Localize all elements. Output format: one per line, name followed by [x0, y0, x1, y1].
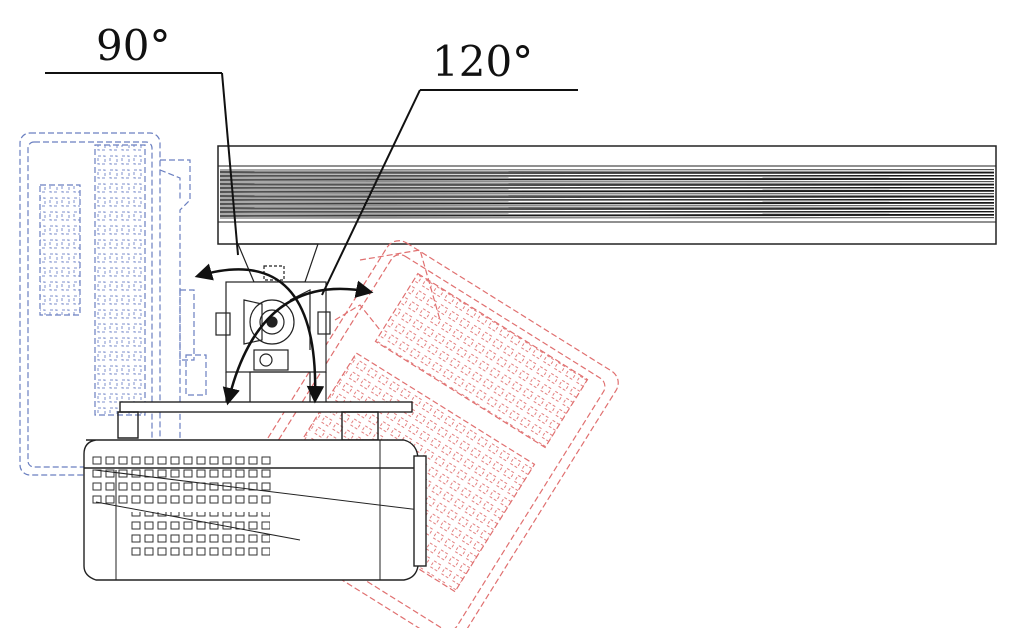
- projector-ghost-90-degree: [19, 132, 207, 476]
- angle-label-120: 120°: [432, 37, 533, 86]
- angle-label-90: 90°: [96, 21, 170, 70]
- leader-lines: [45, 72, 578, 296]
- beam-hatch-line: [219, 196, 995, 199]
- beam-hatch-line: [219, 214, 995, 217]
- beam-hatch-line: [219, 184, 995, 187]
- ceiling-beam: [217, 145, 997, 245]
- beam-hatch-line: [219, 202, 995, 205]
- beam-hatch-line: [219, 178, 995, 181]
- rotation-arrow-120: [222, 280, 374, 406]
- beam-hatching: [219, 169, 995, 219]
- beam-hatch-line: [219, 208, 995, 211]
- beam-hatch-line: [219, 172, 995, 175]
- beam-hatch-line: [219, 190, 995, 193]
- projector-body: [83, 401, 427, 581]
